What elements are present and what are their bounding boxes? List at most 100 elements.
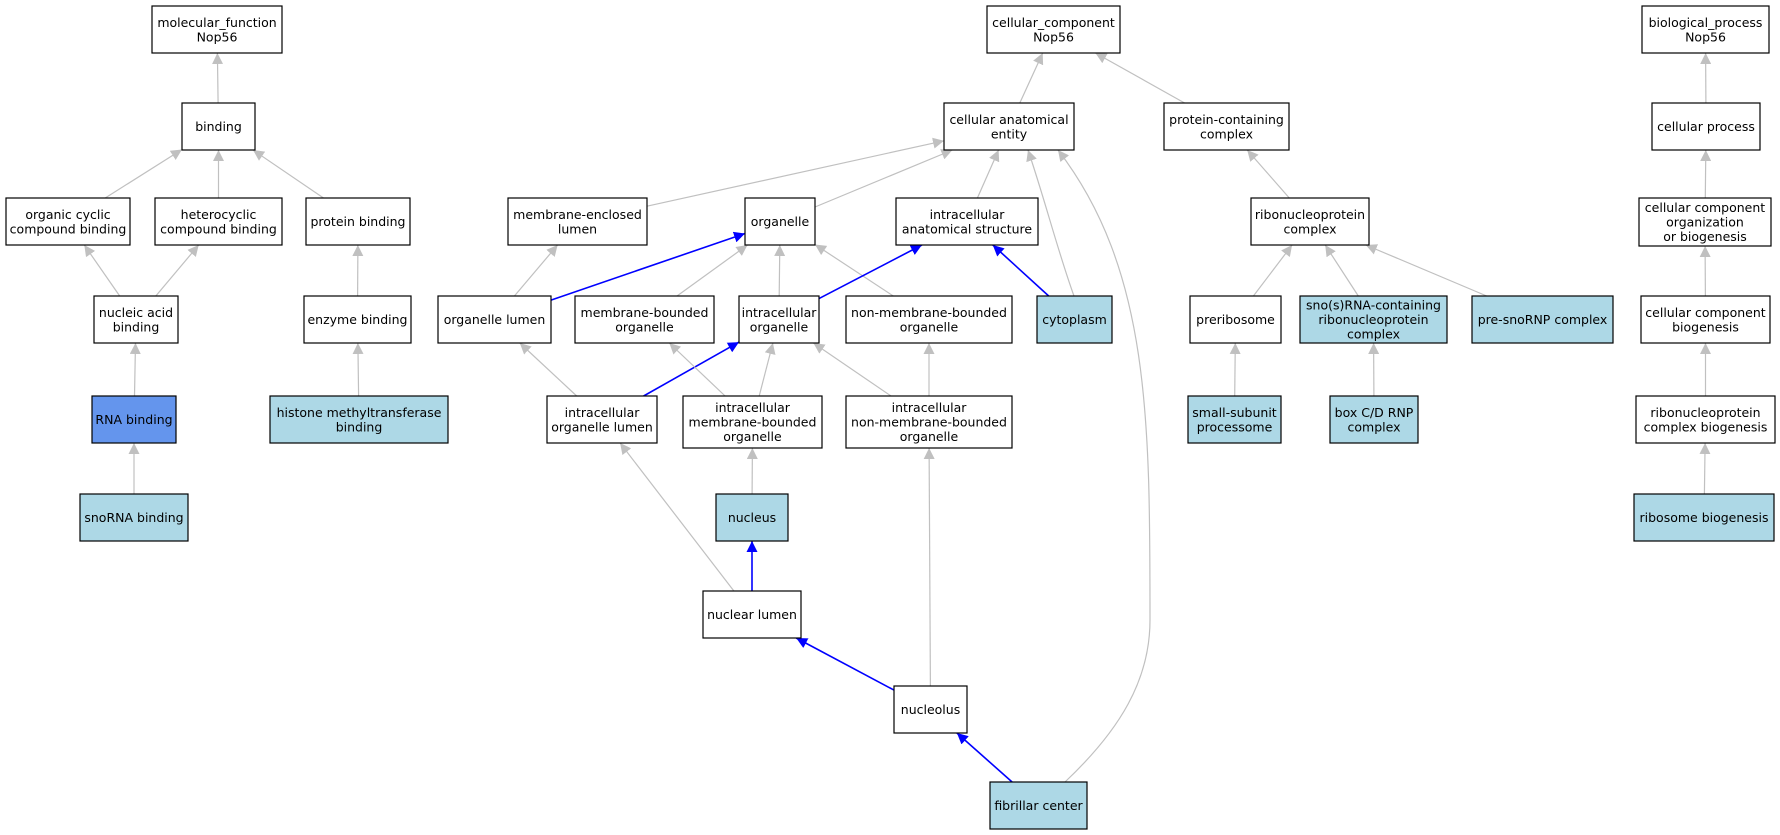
node-label: ribonucleoprotein bbox=[1650, 405, 1760, 420]
node-cytoplasm[interactable]: cytoplasm bbox=[1036, 295, 1113, 344]
node-box bbox=[5, 197, 131, 246]
node-rna_binding[interactable]: RNA binding bbox=[91, 395, 177, 444]
edge-organelle-to-cae bbox=[814, 149, 953, 208]
node-cell_proc[interactable]: cellular process bbox=[1651, 102, 1761, 151]
edge-mbo-to-organelle bbox=[676, 244, 748, 297]
edge-nucleic_acid-to-org_cyclic bbox=[83, 244, 121, 297]
node-label: nucleic acid bbox=[99, 305, 173, 320]
edge-io-to-ias bbox=[818, 244, 923, 300]
node-label: molecular_function bbox=[157, 15, 276, 30]
node-label: organelle bbox=[750, 319, 809, 334]
node-inmbo[interactable]: intracellularnon-membrane-boundedorganel… bbox=[845, 395, 1013, 449]
edge-cae-to-cc_root bbox=[1019, 52, 1044, 104]
node-label: Nop56 bbox=[197, 29, 238, 44]
node-binding[interactable]: binding bbox=[181, 102, 256, 151]
edge-nmbo-to-organelle bbox=[814, 243, 894, 297]
node-box bbox=[895, 197, 1039, 246]
node-label: membrane-enclosed bbox=[513, 207, 642, 222]
node-ribo_bio[interactable]: ribosome biogenesis bbox=[1633, 493, 1775, 542]
node-box bbox=[744, 197, 816, 246]
node-label: organelle bbox=[615, 319, 674, 334]
node-label: biological_process bbox=[1649, 15, 1763, 30]
node-box bbox=[1640, 295, 1771, 344]
node-label: binding bbox=[113, 319, 160, 334]
node-label: complex bbox=[1284, 221, 1337, 236]
node-label: membrane-bounded bbox=[581, 305, 709, 320]
node-org_lumen[interactable]: organelle lumen bbox=[437, 295, 552, 344]
node-label: cytoplasm bbox=[1042, 312, 1107, 327]
edge-ribo_bio-to-rnpcb bbox=[1699, 442, 1711, 495]
node-label: entity bbox=[991, 126, 1028, 141]
node-preribosome[interactable]: preribosome bbox=[1189, 295, 1282, 344]
node-box bbox=[682, 395, 823, 449]
edge-fibrillar-to-cae bbox=[1057, 149, 1151, 783]
node-box bbox=[893, 685, 968, 734]
edge-fibrillar-to-nucleolus bbox=[956, 732, 1013, 783]
node-nucleus[interactable]: nucleus bbox=[715, 493, 789, 542]
edge-preribosome-to-rnp bbox=[1252, 244, 1293, 297]
node-label: small-subunit bbox=[1192, 405, 1276, 420]
node-label: organelle lumen bbox=[444, 312, 546, 327]
node-box bbox=[154, 197, 283, 246]
node-snorna_binding[interactable]: snoRNA binding bbox=[79, 493, 189, 542]
node-label: intracellular bbox=[930, 207, 1006, 222]
node-box bbox=[1036, 295, 1113, 344]
node-box bbox=[91, 395, 177, 444]
node-label: ribosome biogenesis bbox=[1640, 510, 1769, 525]
node-box bbox=[305, 197, 411, 246]
node-snorna_rnp[interactable]: sno(s)RNA-containingribonucleoproteincom… bbox=[1299, 295, 1448, 344]
node-label: cellular component bbox=[1645, 200, 1765, 215]
node-label: RNA binding bbox=[95, 412, 172, 427]
node-protein_binding[interactable]: protein binding bbox=[305, 197, 411, 246]
node-pre_snornp[interactable]: pre-snoRNP complex bbox=[1471, 295, 1614, 344]
node-nucleolus[interactable]: nucleolus bbox=[893, 685, 968, 734]
node-box bbox=[269, 395, 449, 444]
edge-ssu-to-preribosome bbox=[1229, 342, 1241, 397]
node-enzyme_binding[interactable]: enzyme binding bbox=[303, 295, 412, 344]
edge-mel-to-cae bbox=[646, 137, 945, 207]
edge-pre_snornp-to-rnp bbox=[1365, 244, 1487, 297]
node-label: biogenesis bbox=[1672, 319, 1739, 334]
node-label: ribonucleoprotein bbox=[1255, 207, 1365, 222]
node-box bbox=[1638, 197, 1772, 247]
node-box bbox=[546, 395, 658, 444]
edge-pcc-to-cc_root bbox=[1095, 52, 1185, 104]
node-label: non-membrane-bounded bbox=[851, 415, 1007, 430]
edge-cytoplasm-to-ias bbox=[992, 244, 1050, 297]
node-label: cellular_component bbox=[992, 15, 1115, 30]
node-label: sno(s)RNA-containing bbox=[1306, 298, 1441, 313]
node-box bbox=[715, 493, 789, 542]
node-label: organelle lumen bbox=[551, 419, 653, 434]
node-organelle[interactable]: organelle bbox=[744, 197, 816, 246]
edge-imbo-to-mbo bbox=[668, 342, 726, 397]
node-label: organic cyclic bbox=[25, 207, 110, 222]
node-label: binding bbox=[195, 119, 242, 134]
node-fibrillar[interactable]: fibrillar center bbox=[989, 781, 1088, 830]
node-nuclear_lumen[interactable]: nuclear lumen bbox=[702, 590, 802, 639]
node-label: compound binding bbox=[10, 221, 127, 236]
node-label: organelle bbox=[900, 429, 959, 444]
